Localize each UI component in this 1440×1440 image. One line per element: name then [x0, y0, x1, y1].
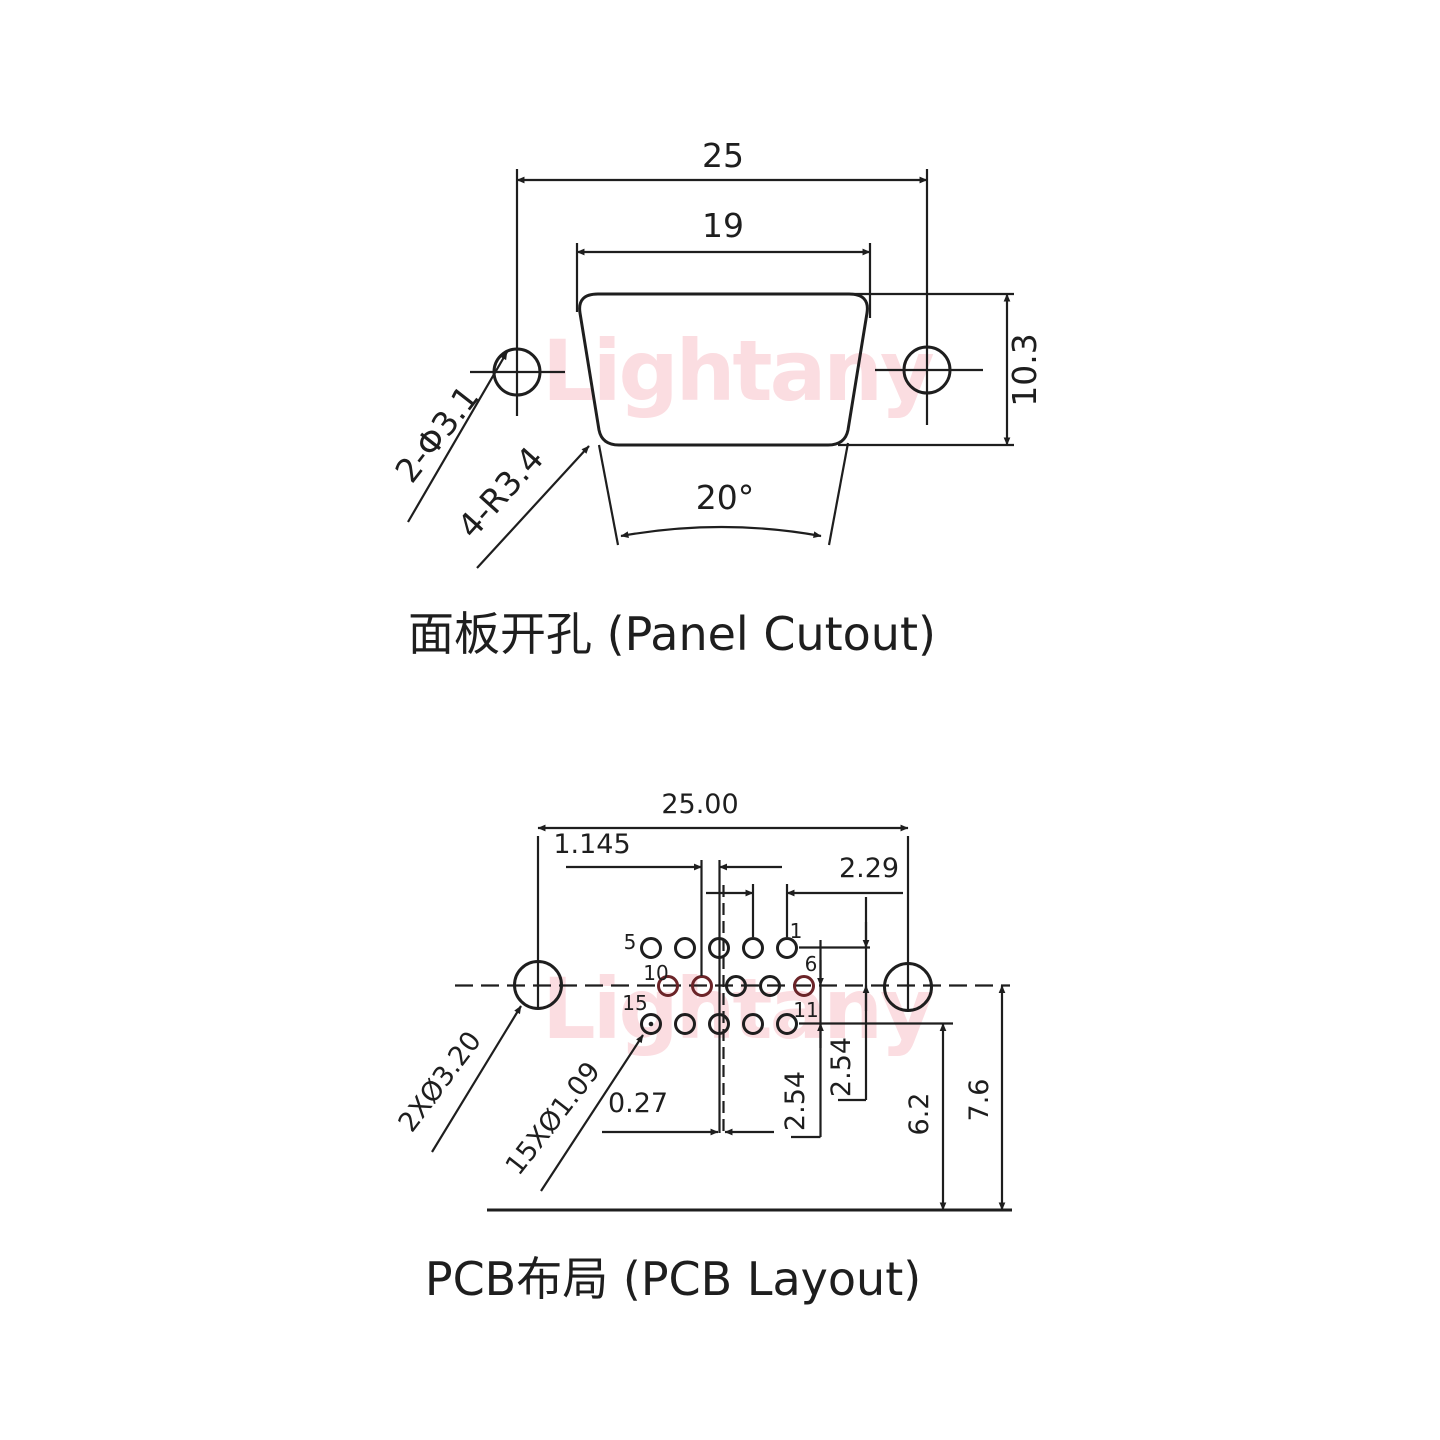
panel-dim-width-value: 25 — [702, 136, 744, 175]
panel-dim-angle: 20° — [597, 442, 850, 546]
panel-dim-inner-width-value: 19 — [702, 206, 744, 245]
pcb-dim-row-spacing-top-value: 2.54 — [826, 1037, 857, 1097]
pin-6-tinted — [793, 975, 815, 997]
pcb-pin-row-middle — [657, 975, 815, 997]
pcb-dim-pin-pitch: 2.29 — [706, 853, 903, 937]
pin-label-15: 15 — [622, 991, 647, 1015]
watermark-text-bottom: Lightany — [542, 960, 934, 1058]
pcb-pin-row-top — [640, 937, 798, 959]
pin-15 — [640, 1013, 662, 1035]
pcb-dim-row-stagger: 1.145 — [553, 829, 782, 976]
pin-label-1: 1 — [790, 919, 803, 943]
panel-radius-callout: 4-R3.4 — [450, 439, 590, 569]
pin-label-6: 6 — [805, 952, 818, 976]
pin-10-tinted — [657, 975, 679, 997]
panel-cutout-outline — [578, 292, 869, 447]
pcb-dim-row-spacing-top: 2.54 — [826, 897, 870, 1102]
panel-dim-angle-value: 20° — [696, 478, 755, 517]
pcb-dim-width-value: 25.00 — [661, 789, 738, 820]
pcb-mount-holes-callout: 2XØ3.20 — [393, 1005, 522, 1153]
pcb-dim-row-to-edge-value: 6.2 — [904, 1093, 935, 1136]
watermark-text-top: Lightany — [542, 322, 934, 420]
panel-dim-height-value: 10.3 — [1005, 333, 1044, 406]
pcb-dim-pin-pitch-value: 2.29 — [839, 853, 899, 884]
pcb-dim-row-spacing-bottom-value: 2.54 — [780, 1071, 811, 1131]
panel-dim-width: 25 — [515, 136, 929, 425]
pcb-layout-title: PCB布局 (PCB Layout) — [425, 1252, 921, 1306]
pcb-dim-row-stagger-value: 1.145 — [553, 829, 630, 860]
panel-dim-inner-width: 19 — [575, 206, 872, 318]
panel-dim-height: 10.3 — [838, 292, 1044, 447]
pcb-pin-number-labels: 5 1 10 6 15 11 — [622, 919, 818, 1022]
pin-label-10: 10 — [643, 961, 668, 985]
pcb-dim-row-spacing-bottom: 2.54 — [780, 940, 824, 1139]
pcb-dim-center-offset: 0.27 — [602, 1088, 774, 1136]
pcb-dim-width: 25.00 — [536, 789, 910, 1012]
pcb-dim-center-offset-value: 0.27 — [608, 1088, 668, 1119]
pin-9-tinted — [691, 975, 713, 997]
pcb-dim-center-to-edge-value: 7.6 — [964, 1079, 995, 1122]
pcb-dim-center-to-edge: 7.6 — [964, 984, 1006, 1211]
pin-label-5: 5 — [624, 930, 637, 954]
pcb-pin-holes-callout-label: 15XØ1.09 — [500, 1056, 607, 1181]
pin-label-11: 11 — [793, 998, 818, 1022]
pcb-dim-row-to-edge: 6.2 — [904, 1022, 947, 1211]
panel-cutout-title: 面板开孔 (Panel Cutout) — [408, 607, 936, 661]
panel-radius-callout-label: 4-R3.4 — [450, 439, 551, 546]
pcb-pin-row-bottom — [640, 1013, 798, 1035]
